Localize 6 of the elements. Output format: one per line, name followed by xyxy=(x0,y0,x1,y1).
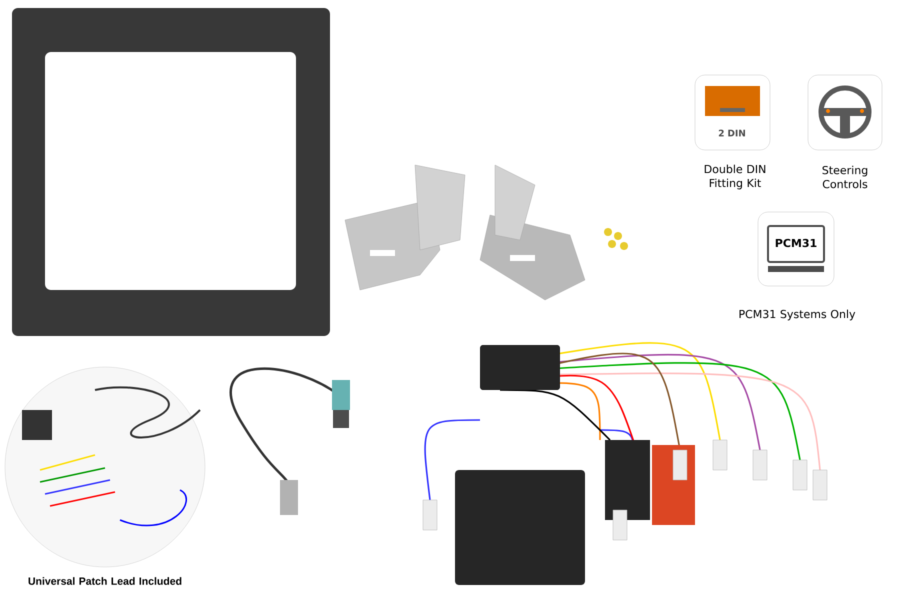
feature-caption: PCM31 Systems Only xyxy=(740,310,856,320)
feature-caption: Double DIN Fitting Kit xyxy=(704,164,766,190)
caption: Universal Patch Lead Included xyxy=(28,577,182,585)
screen-text: PCM31 xyxy=(776,238,816,248)
icon-caption: 2 DIN xyxy=(718,130,745,136)
feature-caption: Steering Controls xyxy=(822,166,868,188)
